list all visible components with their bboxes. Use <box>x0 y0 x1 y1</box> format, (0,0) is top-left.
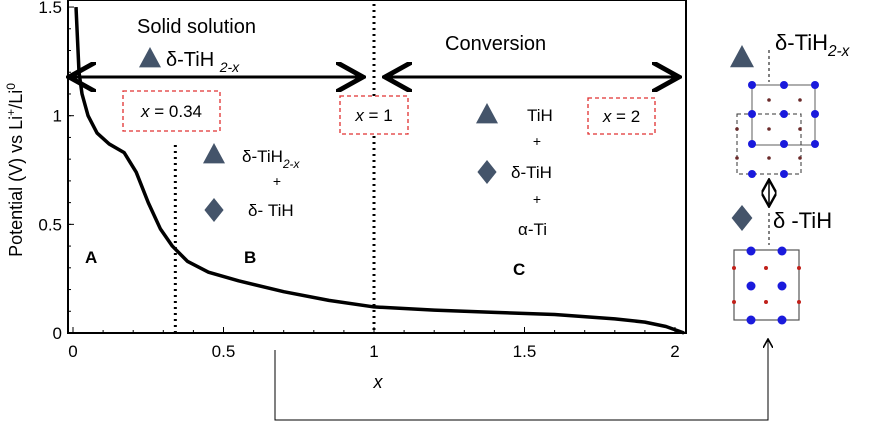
connector-arrow <box>274 340 768 421</box>
x1-label: x = 1 <box>354 106 392 125</box>
x034-label-box <box>122 90 221 132</box>
y-tick-label: 0 <box>53 324 62 343</box>
diamond-marker <box>204 198 224 222</box>
c-phase2-label: δ-TiH <box>511 163 552 182</box>
ti-atom <box>780 170 788 178</box>
y-axis-label: Potential (V) vs Li+/Li0 <box>4 83 26 257</box>
ti-atom <box>777 315 787 325</box>
x-tick-label: 0.5 <box>212 342 236 361</box>
ti-atom <box>780 81 788 89</box>
h-atom <box>735 156 739 160</box>
b-phase1-label: δ-TiH2-x <box>242 147 301 171</box>
ti-atom <box>777 246 787 256</box>
x1-label-box <box>339 95 409 135</box>
ti-atom <box>748 81 756 89</box>
x-axis-label: x <box>373 372 384 392</box>
plot-frame <box>67 0 687 334</box>
b-plus: + <box>273 173 281 189</box>
ti-atom <box>748 140 756 148</box>
series-line-discharge <box>74 6 685 335</box>
h-atom <box>797 266 801 270</box>
c-plus-1: + <box>533 133 541 149</box>
triangle-marker-structure <box>730 45 754 68</box>
triangle-marker <box>476 103 498 124</box>
ti-atom <box>748 170 756 178</box>
h-atom <box>798 156 802 160</box>
h-atom <box>764 300 768 304</box>
h-atom <box>735 127 739 131</box>
ti-atom <box>811 110 819 118</box>
x-tick-label: 0 <box>68 342 77 361</box>
ti-atom <box>746 281 756 291</box>
diamond-marker-structure <box>731 205 753 231</box>
ti-atom <box>780 110 788 118</box>
h-atom <box>767 98 771 102</box>
y-tick-label: 1 <box>53 107 62 126</box>
unit-cell-delta <box>733 249 800 321</box>
structure-bottom-label: δ -TiH <box>773 208 832 233</box>
b-phase2-label: δ- TiH <box>248 201 294 220</box>
h-atom <box>732 266 736 270</box>
x2-label-box <box>587 97 656 135</box>
triangle-marker <box>139 47 161 68</box>
h-atom <box>732 300 736 304</box>
diamond-marker <box>477 160 497 184</box>
region-a-label: A <box>85 248 97 267</box>
y-tick-label: 1.5 <box>38 0 62 17</box>
h-atom <box>767 127 771 131</box>
y-tick-label: 0.5 <box>38 215 62 234</box>
c-phase3-label: α-Ti <box>518 220 547 239</box>
ti-atom <box>811 81 819 89</box>
x2-label: x = 2 <box>602 107 640 126</box>
h-atom <box>798 127 802 131</box>
c-plus-2: + <box>533 191 541 207</box>
h-atom <box>767 156 771 160</box>
ti-atom <box>748 110 756 118</box>
conversion-label: Conversion <box>445 33 546 55</box>
ti-atom <box>811 140 819 148</box>
x-tick-label: 2 <box>670 342 679 361</box>
region-b-label: B <box>244 248 256 267</box>
x-tick-label: 1.5 <box>513 342 537 361</box>
h-atom <box>764 266 768 270</box>
h-atom <box>797 300 801 304</box>
x034-label: x = 0.34 <box>140 102 202 121</box>
x-tick-label: 1 <box>369 342 378 361</box>
solid-phase-label: δ-TiH 2-x <box>166 49 240 75</box>
solid-solution-label: Solid solution <box>137 16 256 38</box>
region-c-label: C <box>513 260 525 279</box>
ti-atom <box>780 140 788 148</box>
h-atom <box>798 98 802 102</box>
ti-atom <box>746 315 756 325</box>
c-phase1-label: TiH <box>527 106 553 125</box>
structure-top-label: δ-TiH2-x <box>775 30 851 60</box>
unit-cell-dashed <box>736 113 802 175</box>
triangle-marker <box>203 143 225 164</box>
ti-atom <box>746 246 756 256</box>
ti-atom <box>777 281 787 291</box>
